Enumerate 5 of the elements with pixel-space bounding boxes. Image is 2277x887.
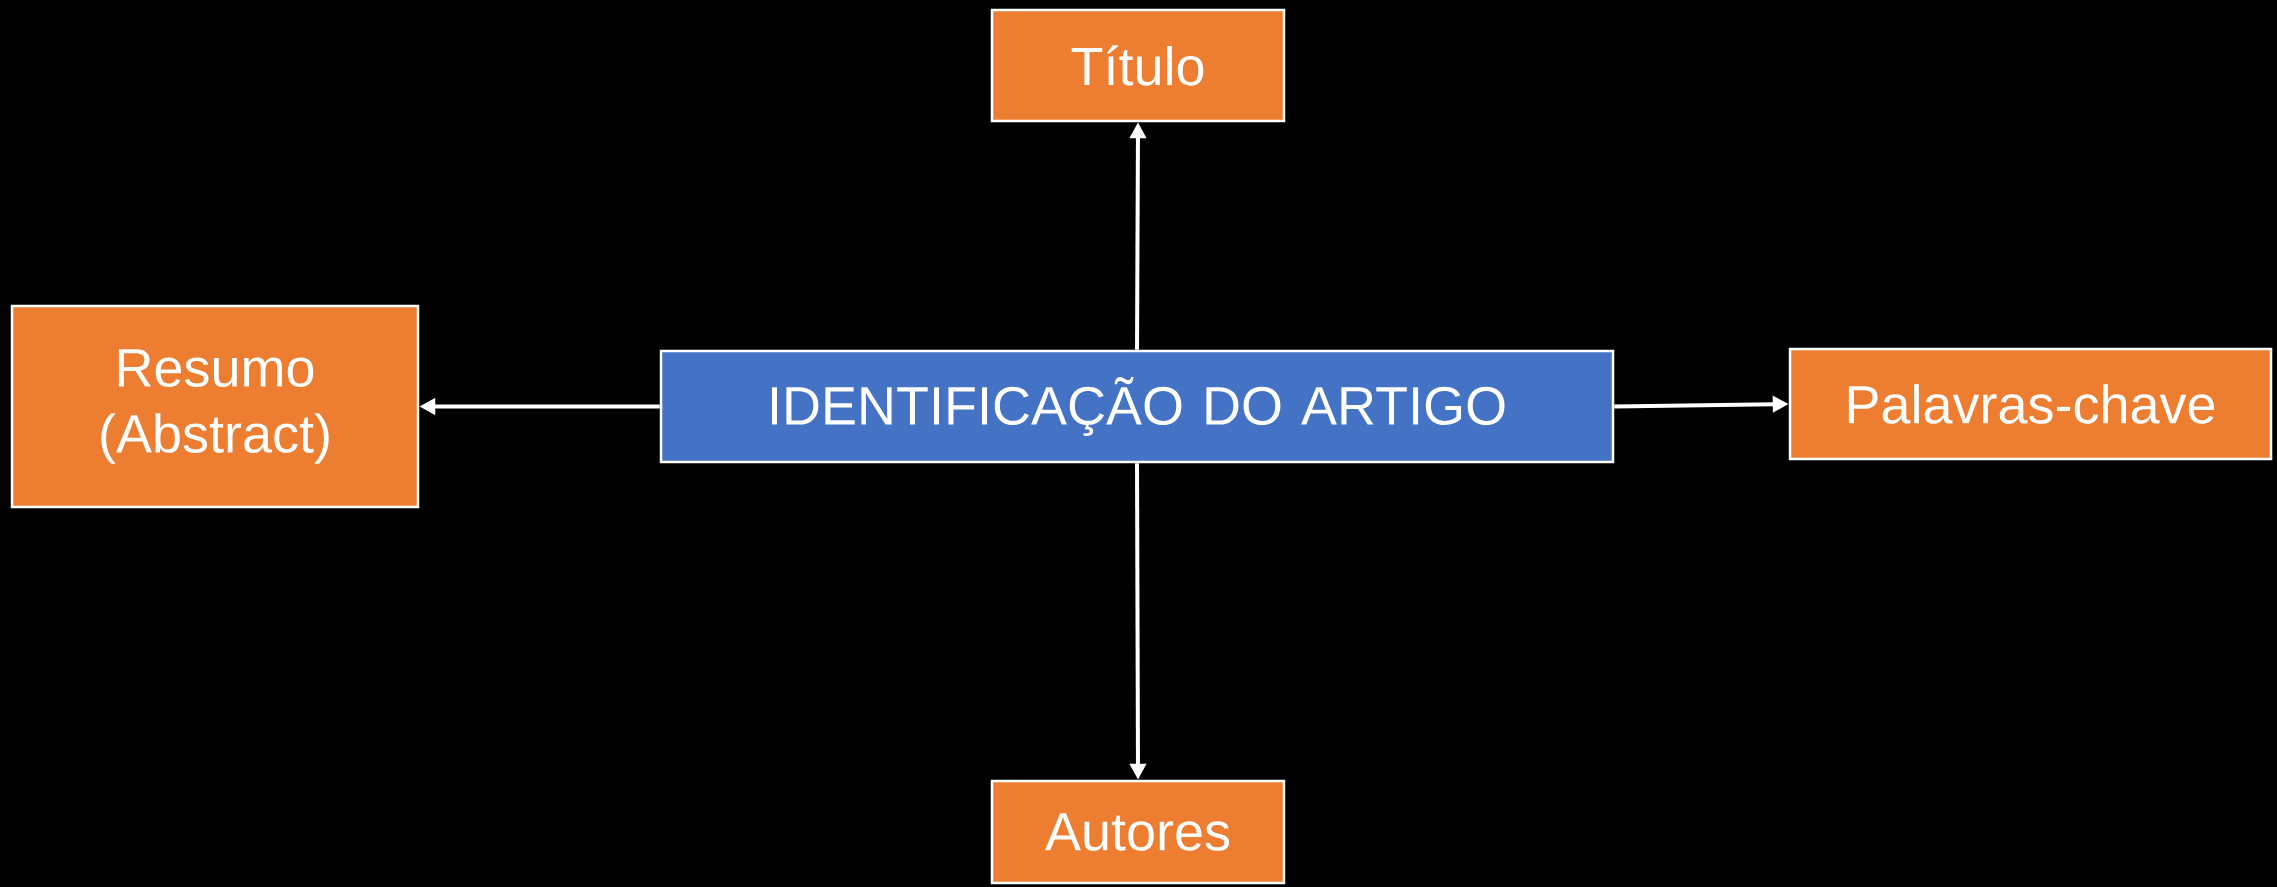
summary-box: Resumo (Abstract) <box>10 304 420 509</box>
title-box: Título <box>990 8 1286 123</box>
main-box: IDENTIFICAÇÃO DO ARTIGO <box>659 349 1615 464</box>
authors-box: Autores <box>990 779 1286 885</box>
keywords-box: Palavras-chave <box>1788 347 2273 461</box>
